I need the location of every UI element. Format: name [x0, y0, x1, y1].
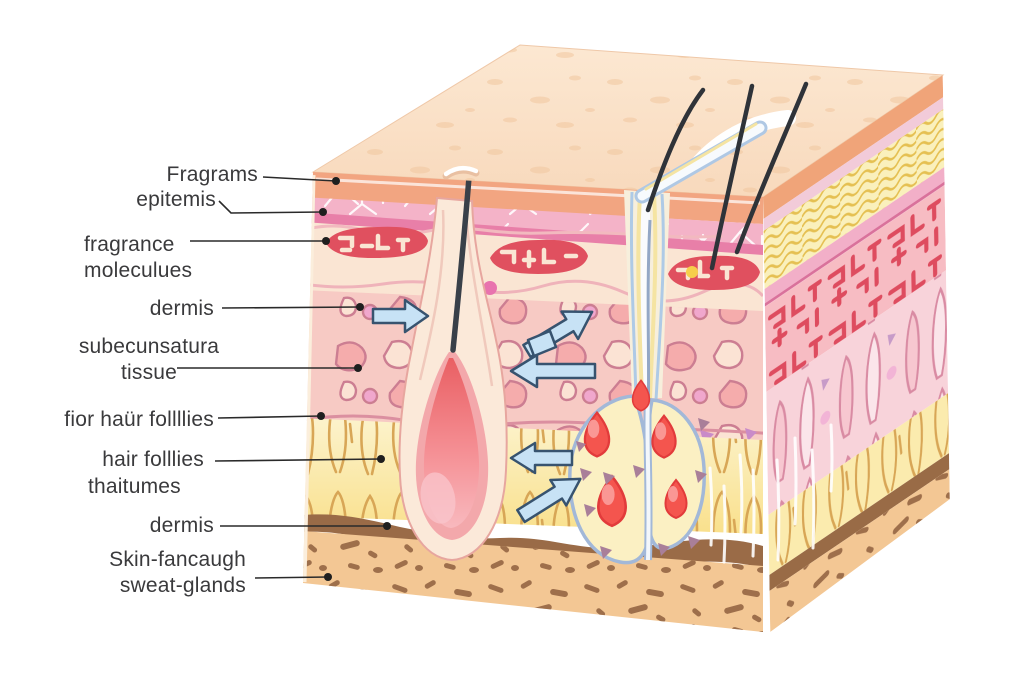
- hair-follicle: [398, 172, 508, 562]
- label-skin-sweat-glands: Skin-fancaugh sweat-glands: [100, 547, 246, 599]
- label-thaitumes: thaitumes: [88, 475, 181, 498]
- leader-dots: [317, 177, 391, 581]
- yellow-dot: [686, 266, 698, 278]
- label-line: subecunsatura: [78, 335, 220, 358]
- label-line: tissue: [120, 361, 178, 384]
- flow-arrow-left-icon: [509, 353, 597, 389]
- label-line: moleculues: [84, 259, 193, 282]
- skin-side-face: [763, 75, 950, 632]
- flow-arrow-tail-piece: [526, 329, 558, 358]
- hair-shaft: [450, 172, 474, 353]
- skin-front-face: [303, 172, 763, 632]
- label-fragrance-moleculues: fragrance moleculues: [84, 232, 244, 284]
- surface-hairs: [645, 81, 809, 271]
- sweat-gland: [568, 379, 710, 565]
- fine-hairs: [708, 453, 756, 564]
- gland-lobules: [583, 379, 688, 528]
- fragrance-flow-arrows: [371, 298, 597, 524]
- skin-top-surface: [311, 44, 945, 198]
- label-dermis-lower: dermis: [149, 514, 214, 537]
- label-line: sweat-glands: [119, 574, 246, 597]
- label-subecunsatura-tissue: subecunsatura tissue: [70, 334, 228, 386]
- label-fior-haur-follllies: fior haür follllies: [64, 408, 214, 431]
- label-line: Skin-fancaugh: [109, 548, 246, 571]
- flow-arrow-right-icon: [371, 298, 430, 334]
- label-hair-folllies: hair folllies: [102, 448, 204, 471]
- gland-triangles: [576, 418, 710, 559]
- label-epitemis: epitemis: [136, 188, 216, 211]
- flow-arrow-upright-lower-icon: [516, 477, 582, 524]
- label-fragrams: Fragrams: [166, 163, 258, 186]
- leader-lines: [177, 176, 387, 579]
- fine-hairs-side: [775, 423, 834, 562]
- flow-arrow-left-lower-icon: [509, 441, 574, 475]
- epidermis-red-blobs: [326, 226, 760, 290]
- label-line: fragrance: [84, 233, 175, 256]
- label-dermis-upper: dermis: [149, 297, 214, 320]
